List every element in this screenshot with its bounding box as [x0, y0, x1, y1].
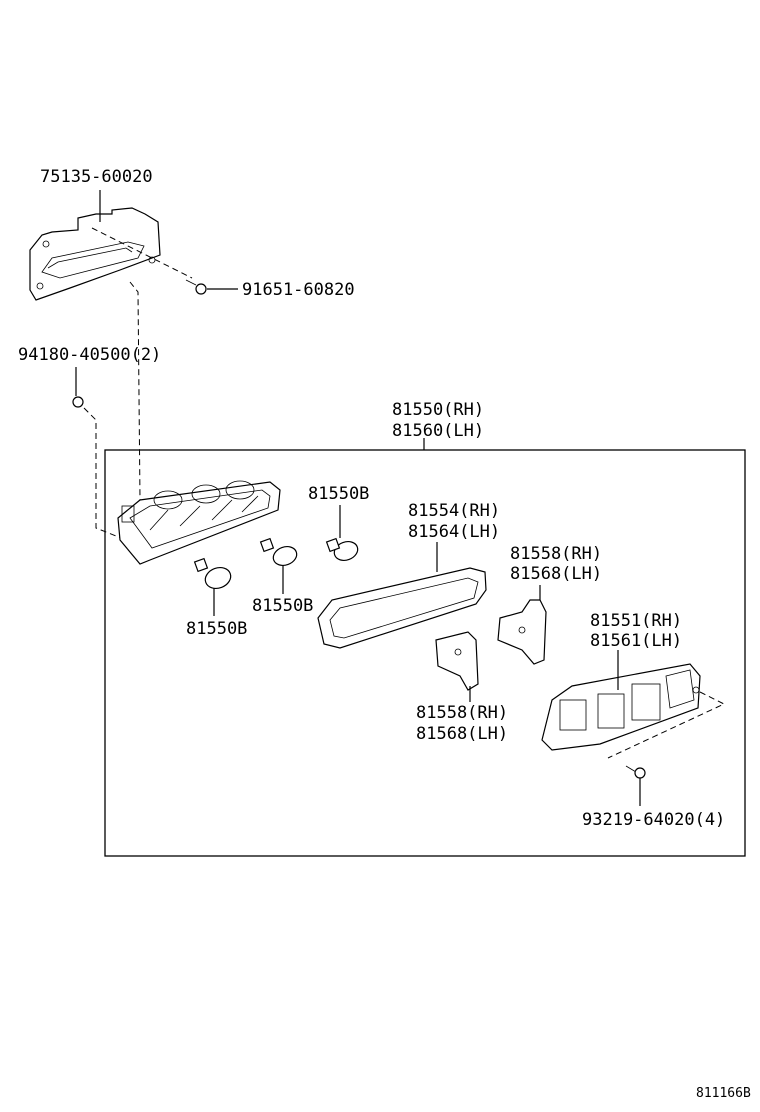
- pad-upper-part: [497, 599, 547, 665]
- label-bulb-b: 81550B: [252, 596, 313, 616]
- assembly-box: [104, 449, 746, 857]
- label-bracket: 75135-60020: [40, 167, 153, 187]
- label-bracket-screw: 91651-60820: [242, 280, 355, 300]
- gasket-part: [317, 567, 487, 649]
- label-lens-rh: 81551(RH): [590, 611, 682, 631]
- label-gasket-lh: 81564(LH): [408, 522, 500, 542]
- label-lens-screw: 93219-64020(4): [582, 810, 725, 830]
- lens-screw-part: [625, 765, 646, 779]
- lamp-housing-part: [117, 480, 281, 565]
- nut-part: [72, 396, 84, 408]
- label-pad-upper-rh: 81558(RH): [510, 544, 602, 564]
- label-assy-rh: 81550(RH): [392, 400, 484, 420]
- bracket-drop-dash: [129, 281, 141, 501]
- bracket-screw-part: [185, 279, 207, 295]
- label-assy-lh: 81560(LH): [392, 421, 484, 441]
- label-pad-lower-lh: 81568(LH): [416, 724, 508, 744]
- lens-part: [541, 663, 701, 751]
- figure-code: 811166B: [696, 1086, 751, 1101]
- label-bulb-a: 81550B: [308, 484, 369, 504]
- bulb-b-part: [259, 537, 298, 567]
- bracket-part: [29, 207, 161, 301]
- label-gasket-rh: 81554(RH): [408, 501, 500, 521]
- lens-screw-dash: [607, 691, 726, 759]
- label-bulb-c: 81550B: [186, 619, 247, 639]
- pad-lower-part: [435, 631, 479, 691]
- label-nut: 94180-40500(2): [18, 345, 161, 365]
- label-lens-lh: 81561(LH): [590, 631, 682, 651]
- bracket-screw-dash: [91, 227, 193, 279]
- nut-dash: [83, 407, 137, 545]
- label-pad-upper-lh: 81568(LH): [510, 564, 602, 584]
- label-pad-lower-rh: 81558(RH): [416, 703, 508, 723]
- bulb-a-part: [325, 537, 359, 562]
- bulb-c-part: [193, 557, 232, 589]
